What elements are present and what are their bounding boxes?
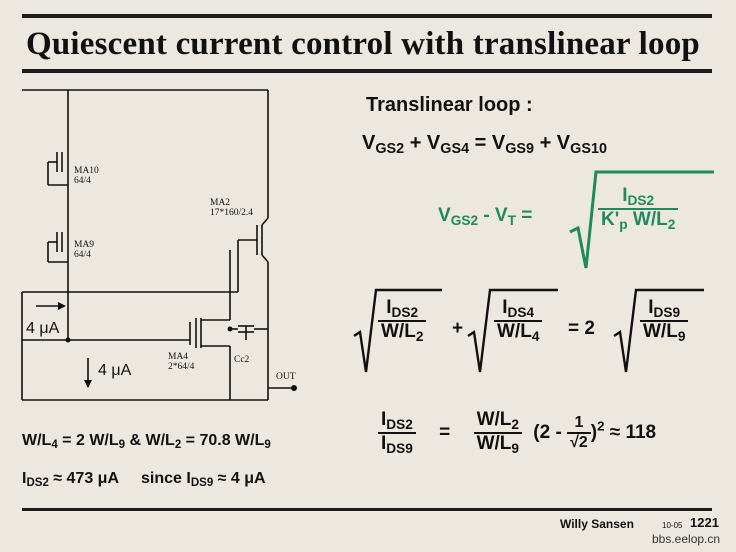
slide-title: Quiescent current control with transline… (26, 26, 700, 62)
top-rule (22, 14, 712, 18)
bottom-rule (22, 508, 712, 511)
equation-2-lhs: VGS2 - VT = (438, 205, 533, 228)
footer-code: 10-05 (662, 521, 683, 530)
ratio-equation: W/L4 = 2 W/L9 & W/L2 = 70.8 W/L9 (22, 432, 271, 452)
label-output-current: 4 μA (98, 362, 132, 379)
equation-3-equals-two: = 2 (568, 318, 595, 339)
footer-author: Willy Sansen (560, 517, 634, 531)
footer-site: bbs.eelop.cn (652, 532, 721, 546)
label-out: OUT (276, 372, 296, 382)
label-cc2: Cc2 (234, 355, 250, 365)
title-rule (22, 69, 712, 73)
label-input-current: 4 μA (26, 320, 60, 337)
equation-3-plus: + (452, 318, 464, 339)
equation-1: VGS2 + VGS4 = VGS9 + VGS10 (362, 132, 607, 158)
equation-2-radical (569, 170, 714, 269)
loop-heading: Translinear loop : (366, 94, 533, 116)
footer-page: 1221 (690, 515, 719, 530)
equation-3-radicals (353, 288, 704, 373)
